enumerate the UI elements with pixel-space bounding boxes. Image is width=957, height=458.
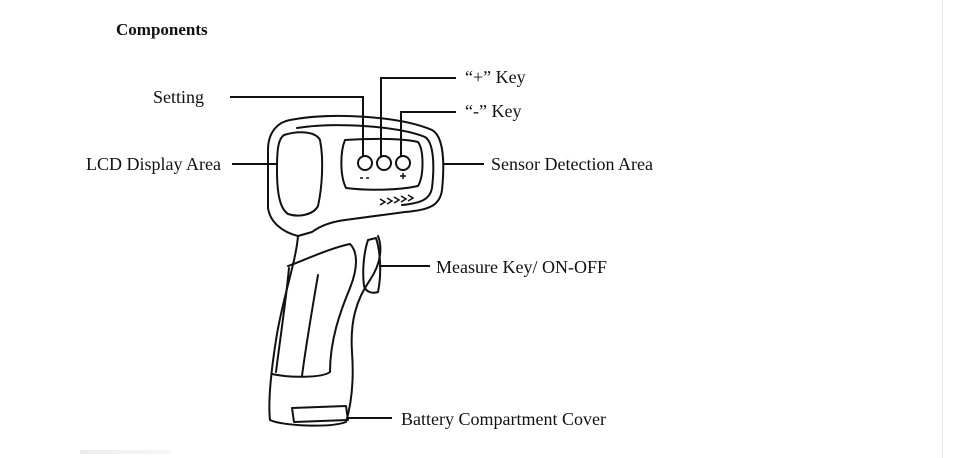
vent-marks xyxy=(379,194,415,206)
label-measure-key: Measure Key/ ON-OFF xyxy=(436,257,607,277)
setting-button xyxy=(357,155,373,171)
minus-button xyxy=(395,155,411,171)
label-plus-key: “+” Key xyxy=(465,67,526,87)
label-battery-compartment-cover: Battery Compartment Cover xyxy=(401,409,606,429)
label-lcd-display-area: LCD Display Area xyxy=(86,154,221,174)
leader-setting xyxy=(230,96,364,156)
device-head-rim xyxy=(296,124,435,206)
label-minus-key: “-” Key xyxy=(465,101,522,121)
battery-cover-shape xyxy=(291,405,349,423)
leader-plus-key xyxy=(380,77,456,156)
measure-trigger xyxy=(362,237,382,294)
device-handle-outline xyxy=(268,235,382,427)
lcd-display-window xyxy=(276,131,324,217)
plus-button xyxy=(376,155,392,171)
grip-seam xyxy=(275,267,290,373)
leader-minus-key xyxy=(400,111,456,156)
grip-inner-edge xyxy=(301,274,319,377)
diagram-heading: Components xyxy=(116,20,208,39)
page-edge xyxy=(942,0,943,458)
device-head-outline xyxy=(267,114,445,237)
footer-smudge xyxy=(80,450,170,454)
handle-grip-panel xyxy=(271,243,357,378)
label-sensor-detection-area: Sensor Detection Area xyxy=(491,154,653,174)
label-setting: Setting xyxy=(153,87,205,107)
